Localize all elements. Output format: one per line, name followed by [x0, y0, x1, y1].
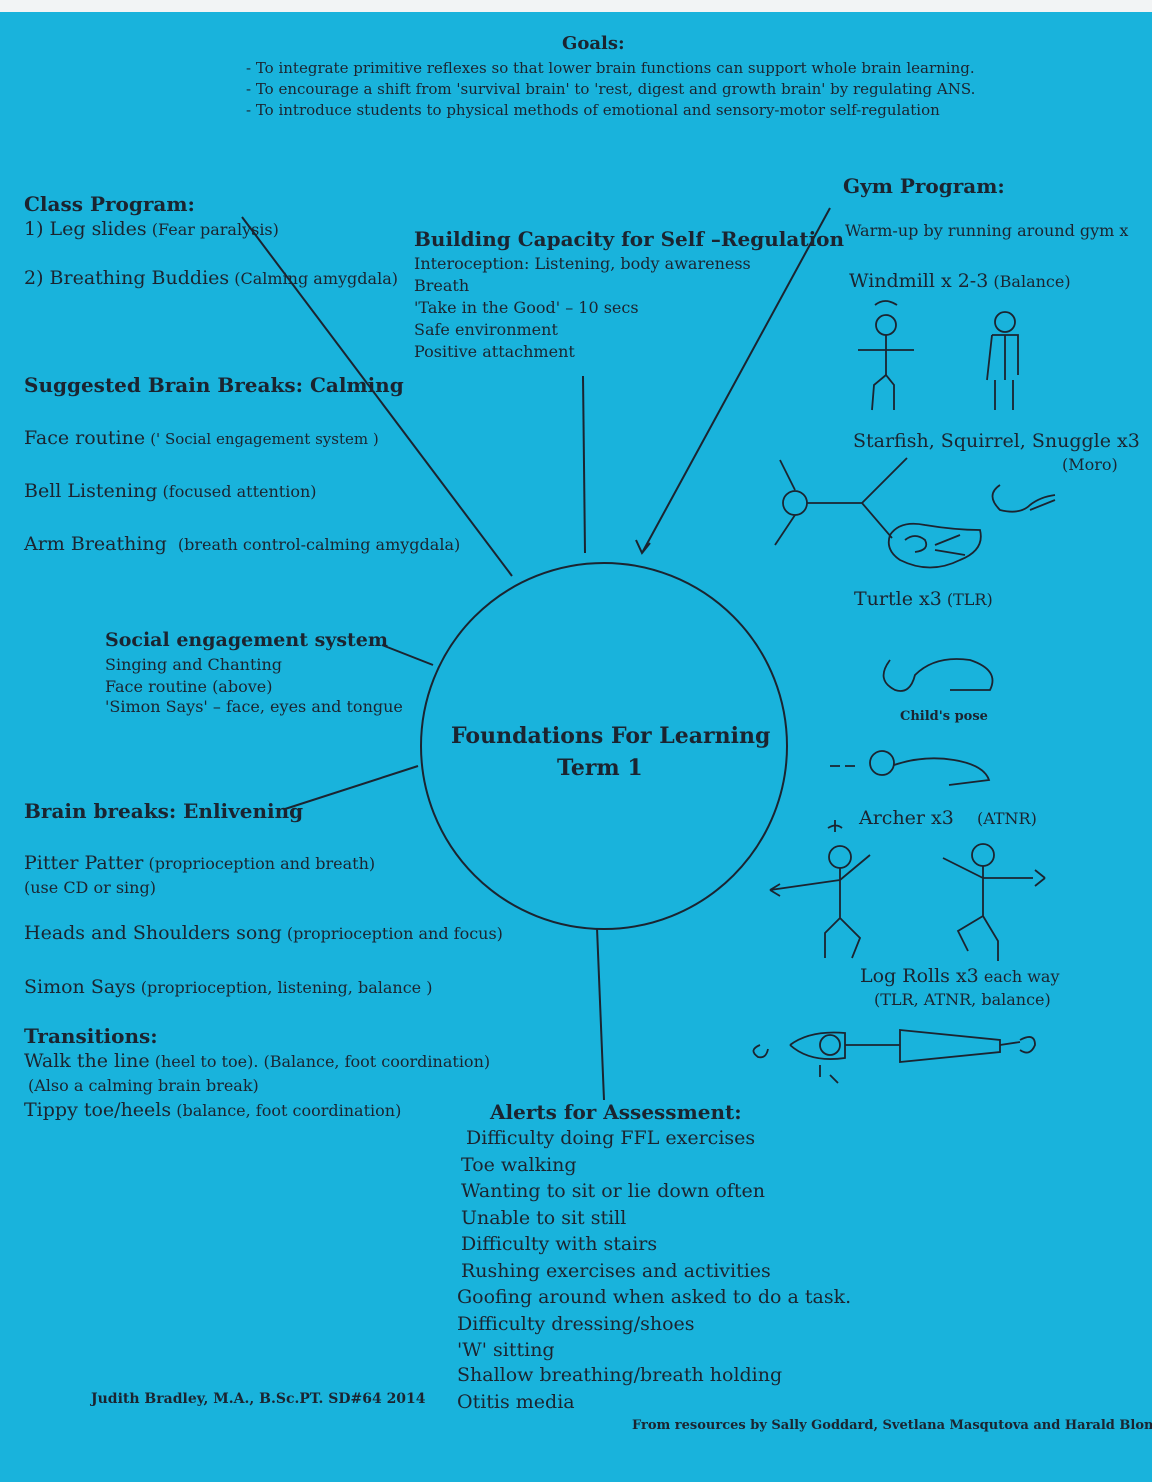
- class-program-label: 2) Breathing Buddies: [24, 267, 230, 289]
- exercise-note: (TLR): [946, 590, 993, 609]
- self-regulation-title: Building Capacity for Self –Regulation: [414, 227, 845, 251]
- alert-item: Rushing exercises and activities: [461, 1260, 771, 1282]
- self-regulation-item: Positive attachment: [414, 342, 575, 361]
- self-regulation-item: Safe environment: [414, 320, 558, 339]
- connector-enlivening: [284, 765, 419, 810]
- self-regulation-item: Interoception: Listening, body awareness: [414, 254, 751, 273]
- exercise-name: Log Rolls x3: [860, 965, 979, 987]
- alert-item: Unable to sit still: [461, 1207, 627, 1229]
- exercise-figures: [752, 300, 1056, 1084]
- enlivening-note: (proprioception, listening, balance ): [140, 978, 433, 997]
- transition-note: (heel to toe). (Balance, foot coordinati…: [154, 1052, 491, 1071]
- calming-label: Face routine: [24, 427, 146, 449]
- connector-arrowhead: [635, 539, 651, 555]
- exercise-name: Child's pose: [900, 709, 988, 724]
- exercise-note: (Balance): [993, 272, 1071, 291]
- connector-self-regulation: [582, 375, 586, 554]
- calming-label: Bell Listening: [24, 480, 158, 502]
- goal-item: - To introduce students to physical meth…: [246, 101, 940, 119]
- goals-list: - To integrate primitive reflexes so tha…: [246, 58, 975, 121]
- calming-item: Bell Listening (focused attention): [24, 480, 317, 502]
- class-program-title: Class Program:: [24, 192, 195, 216]
- exercise-note: each way: [983, 967, 1060, 986]
- transition-item: Walk the line (heel to toe). (Balance, f…: [24, 1050, 490, 1072]
- self-regulation-item: 'Take in the Good' – 10 secs: [414, 298, 639, 317]
- gym-exercise: Archer x3 (ATNR): [859, 807, 1037, 829]
- gym-warmup: Warm-up by running around gym x: [845, 221, 1129, 240]
- calming-item: Face routine (' Social engagement system…: [24, 427, 379, 449]
- class-program-item: 2) Breathing Buddies (Calming amygdala): [24, 267, 398, 289]
- log-rolls-sub: (TLR, ATNR, balance): [874, 990, 1051, 1009]
- calming-title: Suggested Brain Breaks: Calming: [24, 373, 404, 397]
- calming-note: (focused attention): [162, 482, 317, 501]
- gym-exercise: Windmill x 2-3 (Balance): [849, 270, 1071, 292]
- enlivening-label: Simon Says: [24, 976, 136, 998]
- enlivening-sub: (use CD or sing): [24, 878, 156, 897]
- alert-item: Difficulty dressing/shoes: [457, 1313, 695, 1335]
- center-circle: [420, 562, 788, 930]
- gym-program-title: Gym Program:: [843, 174, 1005, 198]
- alert-item: Goofing around when asked to do a task.: [457, 1286, 852, 1308]
- gym-exercise: Turtle x3 (TLR): [854, 588, 993, 610]
- alert-item: Otitis media: [457, 1391, 575, 1413]
- transition-label: Walk the line: [24, 1050, 150, 1072]
- goals-title: Goals:: [562, 33, 625, 54]
- center-title: Foundations For Learning: [451, 723, 771, 749]
- enlivening-item: Heads and Shoulders song (proprioception…: [24, 922, 503, 944]
- gym-exercise: Log Rolls x3 each way: [860, 965, 1059, 987]
- calming-note: (' Social engagement system ): [150, 430, 379, 448]
- social-item: 'Simon Says' – face, eyes and tongue: [105, 697, 403, 716]
- transitions-title: Transitions:: [24, 1024, 158, 1048]
- alert-item: Difficulty with stairs: [461, 1233, 658, 1255]
- exercise-note: (ATNR): [976, 809, 1037, 828]
- class-program-note: (Fear paralysis): [151, 220, 279, 239]
- transition-item: Tippy toe/heels (balance, foot coordinat…: [24, 1099, 401, 1121]
- alerts-title: Alerts for Assessment:: [490, 1100, 742, 1124]
- exercise-note: (Moro): [1062, 455, 1118, 474]
- self-regulation-item: Breath: [414, 276, 470, 295]
- goal-item: - To integrate primitive reflexes so tha…: [246, 59, 975, 77]
- connector-gym-program: [641, 207, 831, 554]
- author-credit: Judith Bradley, M.A., B.Sc.PT. SD#64 201…: [91, 1391, 426, 1407]
- connector-social: [381, 644, 434, 666]
- class-program-item: 1) Leg slides (Fear paralysis): [24, 218, 279, 240]
- exercise-name: Archer x3: [859, 807, 954, 829]
- center-subtitle: Term 1: [557, 755, 643, 781]
- enlivening-note: (proprioception and focus): [286, 924, 503, 943]
- enlivening-item: Pitter Patter (proprioception and breath…: [24, 852, 375, 874]
- transition-label: Tippy toe/heels: [24, 1099, 172, 1121]
- alert-item: Toe walking: [461, 1154, 577, 1176]
- social-item: Singing and Chanting: [105, 655, 283, 674]
- class-program-label: 1) Leg slides: [24, 218, 147, 240]
- enlivening-title: Brain breaks: Enlivening: [24, 799, 304, 823]
- calming-label: Arm Breathing: [24, 533, 167, 555]
- connector-alerts: [596, 927, 605, 1101]
- enlivening-label: Pitter Patter: [24, 852, 144, 874]
- resources-credit: From resources by Sally Goddard, Svetlan…: [632, 1418, 1152, 1433]
- social-title: Social engagement system: [105, 629, 388, 651]
- transition-sub: (Also a calming brain break): [28, 1076, 259, 1095]
- connector-class-program: [241, 216, 513, 577]
- enlivening-label: Heads and Shoulders song: [24, 922, 282, 944]
- alert-item: 'W' sitting: [457, 1339, 555, 1361]
- alert-item: Shallow breathing/breath holding: [457, 1364, 783, 1386]
- enlivening-item: Simon Says (proprioception, listening, b…: [24, 976, 432, 998]
- enlivening-note: (proprioception and breath): [148, 854, 376, 873]
- transition-note: (balance, foot coordination): [176, 1101, 402, 1120]
- social-item: Face routine (above): [105, 677, 273, 696]
- class-program-note: (Calming amygdala): [234, 269, 398, 288]
- calming-item: Arm Breathing (breath control-calming am…: [24, 533, 460, 555]
- exercise-name: Windmill x 2-3: [849, 270, 989, 292]
- calming-note: (breath control-calming amygdala): [177, 535, 461, 554]
- goal-item: - To encourage a shift from 'survival br…: [246, 80, 976, 98]
- paper-edge: [0, 0, 1152, 12]
- alert-item: Difficulty doing FFL exercises: [466, 1127, 756, 1149]
- alert-item: Wanting to sit or lie down often: [461, 1180, 765, 1202]
- exercise-name: Turtle x3: [854, 588, 942, 610]
- exercise-name: Starfish, Squirrel, Snuggle x3: [853, 430, 1140, 452]
